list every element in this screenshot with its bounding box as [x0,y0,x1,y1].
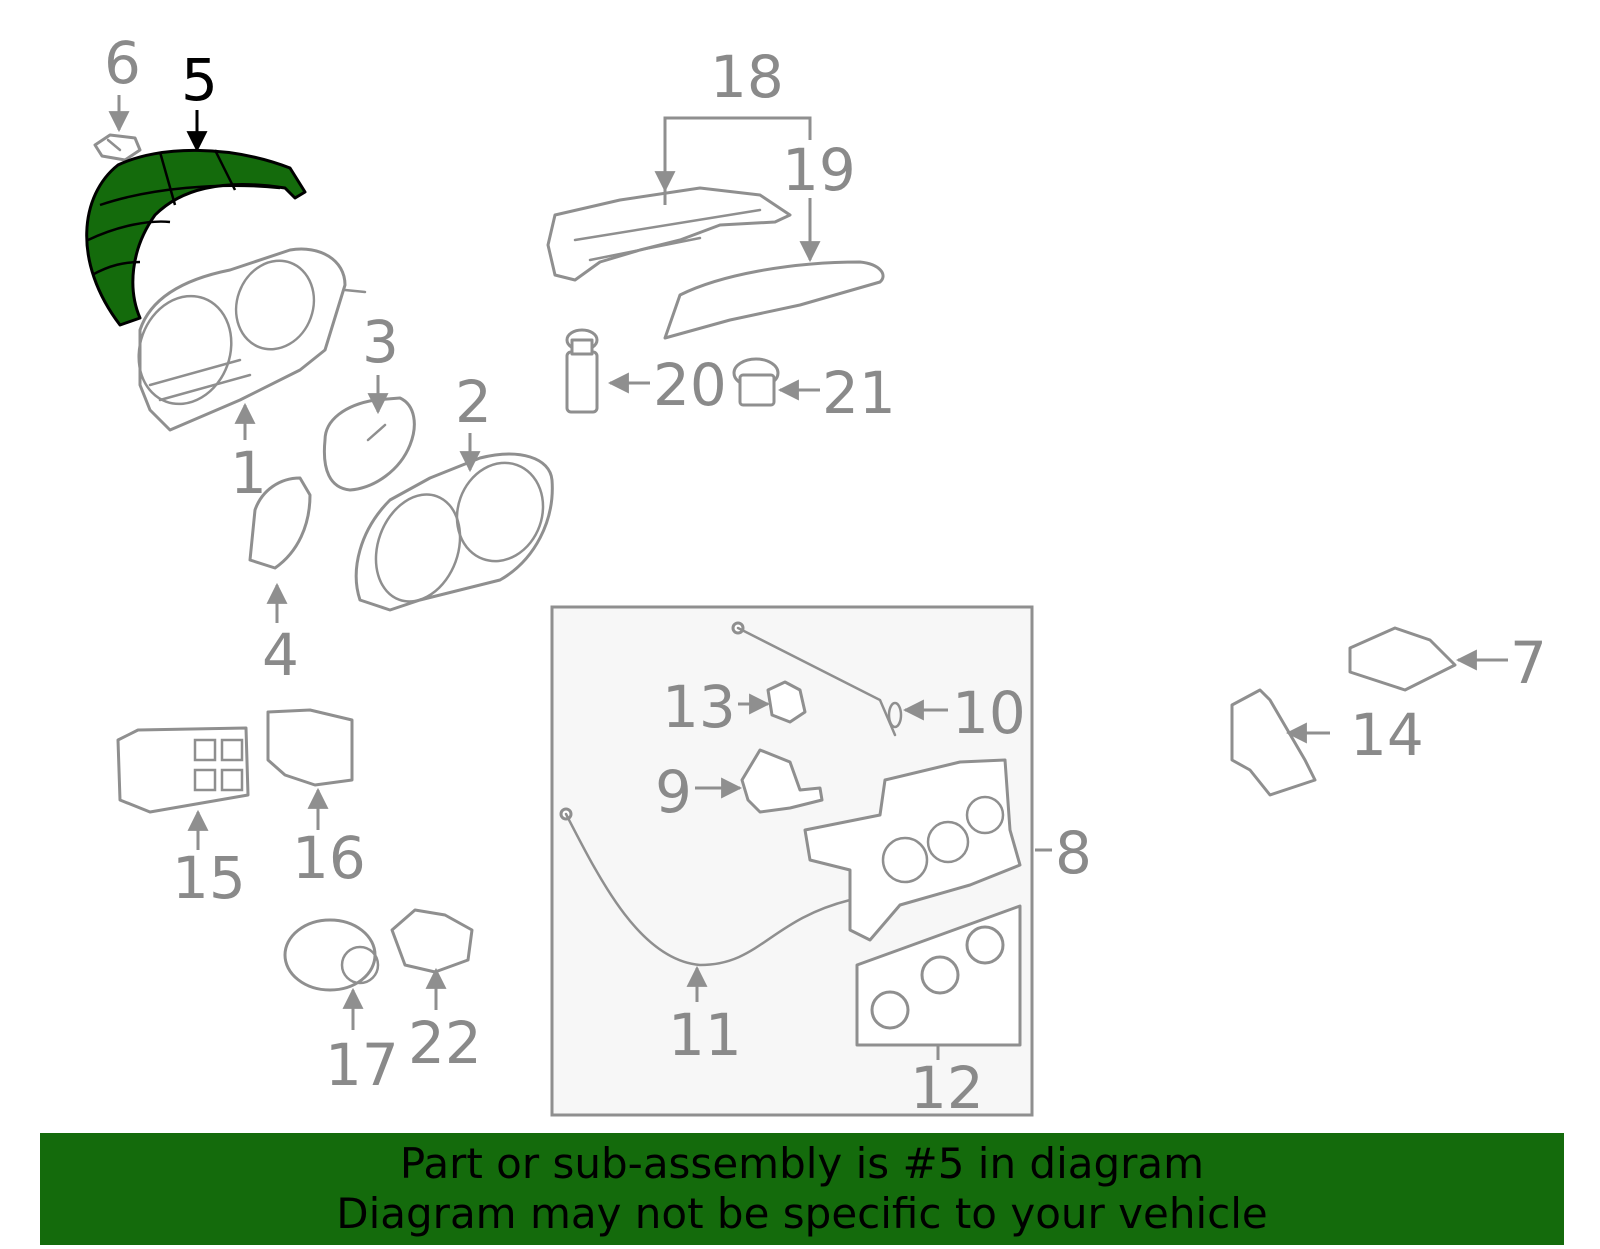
callout-21: 21 [822,359,896,427]
callout-3: 3 [362,308,399,376]
callout-17: 17 [325,1031,399,1099]
part-18-vent[interactable] [546,186,792,282]
callout-11: 11 [668,1001,742,1069]
part-7-bracket[interactable] [1348,626,1457,692]
part-13-sensor[interactable] [766,680,807,724]
callout-10: 10 [952,679,1026,747]
banner-line-2: Diagram may not be specific to your vehi… [336,1189,1268,1238]
callout-2: 2 [455,368,492,436]
part-11-cable[interactable] [559,807,852,967]
part-19-trim[interactable] [663,260,885,340]
part-22-connector[interactable] [390,908,474,974]
callout-15: 15 [172,844,246,912]
part-14-bracket[interactable] [1230,688,1317,797]
banner-line-1: Part or sub-assembly is #5 in diagram [399,1139,1205,1188]
callout-18: 18 [710,43,784,111]
callout-12: 12 [910,1054,984,1122]
callout-6: 6 [104,29,141,97]
callout-16: 16 [292,824,366,892]
parts-diagram: 6 5 1 3 2 4 18 19 20 21 7 14 13 10 9 8 1… [85,29,1547,1122]
callout-14: 14 [1350,701,1424,769]
part-20-switch[interactable] [565,328,599,414]
callout-5: 5 [181,46,218,114]
callout-7: 7 [1510,629,1547,697]
part-6-clip[interactable] [93,133,142,162]
part-15-switch-bank[interactable] [116,726,250,814]
part-9-actuator[interactable] [740,748,824,814]
callout-8: 8 [1055,819,1092,887]
part-10-cable[interactable] [731,621,903,737]
callout-1: 1 [230,439,267,507]
callout-22: 22 [408,1009,482,1077]
part-1-cluster-housing[interactable] [124,247,367,432]
info-banner: Part or sub-assembly is #5 in diagram Di… [40,1133,1564,1245]
callout-20: 20 [653,351,727,419]
callout-13: 13 [662,673,736,741]
part-16-switch[interactable] [266,708,354,787]
part-5-hood[interactable] [85,148,307,327]
part-21-button[interactable] [732,357,780,407]
callout-4: 4 [262,621,299,689]
part-2-bezel[interactable] [354,451,556,614]
callout-19: 19 [782,136,856,204]
callout-9: 9 [655,758,692,826]
part-3-gauge[interactable] [322,396,416,492]
part-17-socket[interactable] [283,918,380,992]
part-4-panel[interactable] [248,476,312,570]
part-12-knobs[interactable] [855,904,1022,1047]
part-8-control-panel[interactable] [803,758,1022,942]
